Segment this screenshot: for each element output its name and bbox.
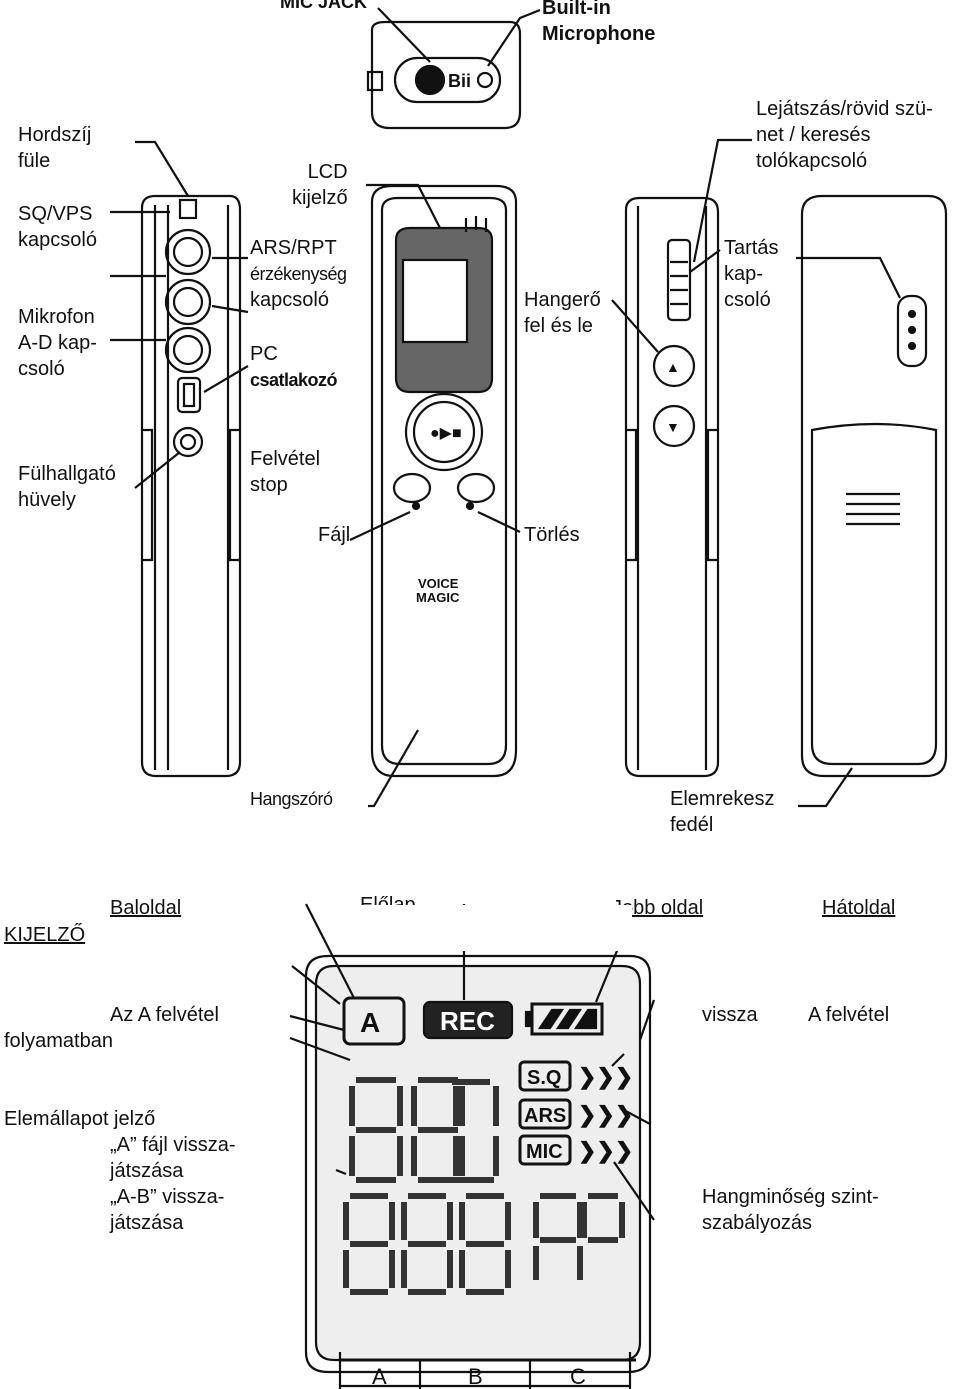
label-fulhallgato: Fülhallgató hüvely	[18, 463, 116, 511]
svg-text:❯❯❯: ❯❯❯	[578, 1138, 633, 1164]
builtin-mic-label-1: Built-in	[542, 0, 611, 19]
view-hatoldal: Hátoldal	[822, 897, 896, 919]
display-folyamatban: folyamatban	[4, 1030, 113, 1052]
display-elemallapot: Elemállapot jelző	[4, 1108, 156, 1130]
voice-magic-text: VOICE	[418, 576, 459, 591]
display-title: KIJELZŐ	[4, 924, 86, 946]
svg-text:▼: ▼	[666, 419, 680, 435]
lcd-seg-b: B	[468, 1364, 483, 1389]
view-elolap: Előlap	[360, 894, 416, 906]
builtin-mic-label-2: Microphone	[542, 23, 655, 45]
back-device	[796, 194, 948, 808]
label-erzekenyseg: érzékenység	[250, 264, 347, 284]
svg-text:Bii: Bii	[448, 71, 471, 91]
svg-text:▲: ▲	[666, 359, 680, 375]
svg-text:●▶■: ●▶■	[430, 425, 462, 442]
display-a-felvetel: A felvétel	[808, 1004, 890, 1026]
left-side-device	[110, 140, 249, 778]
label-torles: Törlés	[524, 524, 580, 546]
label-hangero: Hangerő fel és le	[524, 289, 601, 337]
label-kapcsolo: kapcsoló	[250, 289, 329, 311]
display-hangminoseg: Hangminőség szint- szabályozás	[702, 1186, 879, 1234]
display-a-fajl: „A” fájl vissza- játszása	[110, 1134, 236, 1182]
label-fajl: Fájl	[318, 524, 351, 546]
display-ab: „A-B” vissza- játszása	[110, 1186, 225, 1234]
label-lejatszas: Lejátszás/rövid szü- net / keresés tolók…	[756, 98, 933, 172]
label-pc: PC	[250, 343, 278, 365]
label-ars-rpt: ARS/RPT	[250, 237, 337, 259]
front-device: ●▶■ VOICE MAGIC	[349, 183, 521, 808]
lcd-sq: S.Q	[527, 1067, 561, 1089]
svg-text:MAGIC: MAGIC	[416, 590, 460, 605]
label-mask	[352, 905, 632, 951]
label-csatlakozo: csatlakozó	[250, 370, 338, 390]
top-view-device: Bii	[366, 7, 541, 130]
label-tartas: Tartás kap- csoló	[724, 237, 779, 311]
lcd-panel: ❯❯❯ ❯❯❯ ❯❯❯	[289, 903, 656, 1389]
label-mikrofon-ad: Mikrofon A-D kap- csoló	[18, 306, 97, 380]
svg-text:❯❯❯: ❯❯❯	[578, 1102, 633, 1128]
lcd-rec: REC	[440, 1006, 495, 1036]
display-az-a: Az A felvétel	[110, 1004, 219, 1026]
mic-jack-label: MIC JACK	[280, 0, 367, 12]
label-hangszoro: Hangszóró	[250, 789, 333, 809]
label-elemrekesz: Elemrekesz fedél	[670, 788, 775, 836]
lcd-ars: ARS	[524, 1105, 566, 1127]
svg-text:❯❯❯: ❯❯❯	[578, 1064, 633, 1090]
lcd-a-icon: A	[360, 1007, 380, 1038]
label-felvetel-stop: Felvétel stop	[250, 448, 321, 496]
label-hordszij: Hordszíj füle	[18, 124, 92, 172]
lcd-seg-c: C	[570, 1364, 586, 1389]
lcd-mic: MIC	[526, 1141, 563, 1163]
lcd-seg-a: A	[372, 1364, 387, 1389]
display-vissza: vissza	[702, 1004, 758, 1026]
view-baloldal: Baloldal	[110, 897, 182, 919]
label-lcd: LCD kijelző	[292, 161, 348, 209]
right-side-device: ▲ ▼	[611, 138, 752, 778]
label-sqvps: SQ/VPS kapcsoló	[18, 203, 97, 251]
